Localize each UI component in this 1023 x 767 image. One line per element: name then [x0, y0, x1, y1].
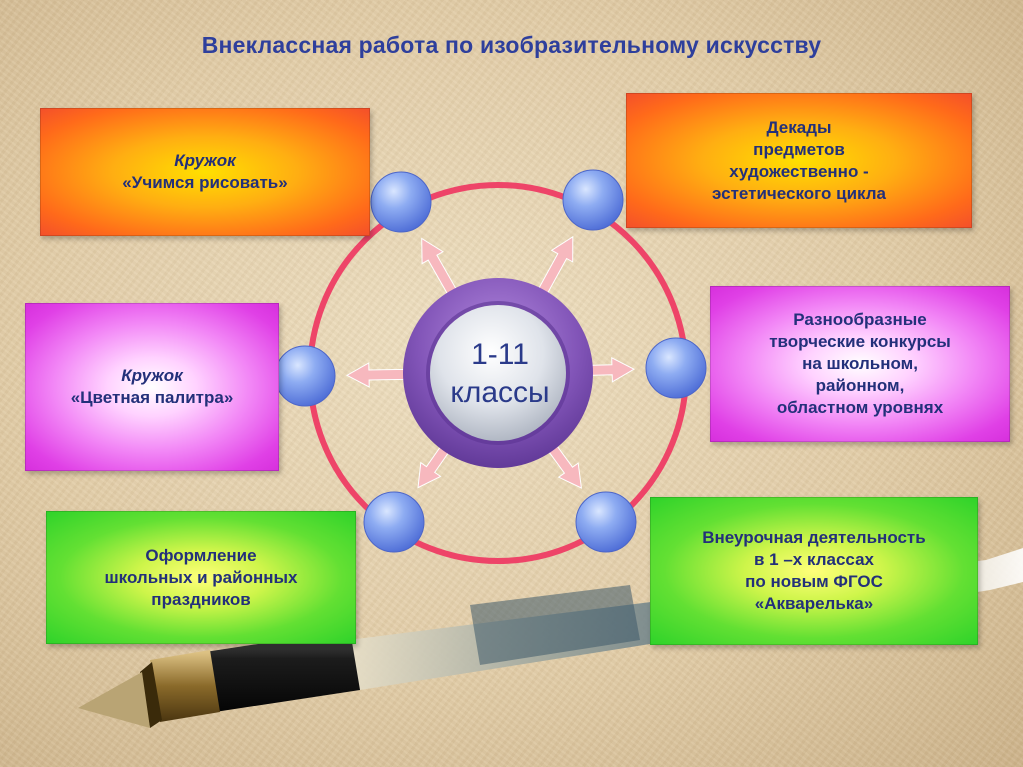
node-bottom-left: [363, 491, 425, 553]
box-aesthetic-decades: Декады предметов художественно - эстетич…: [626, 93, 972, 228]
box-creative-contests-line3: на школьном,: [802, 354, 918, 373]
pen-grip: [205, 630, 360, 712]
box-holiday-decoration-line3: праздников: [151, 589, 251, 609]
box-creative-contests: Разнообразные творческие конкурсы на шко…: [710, 286, 1010, 442]
node-bottom-right: [575, 491, 637, 553]
arrow-to-node-top-left: [421, 237, 458, 297]
box-drawing-club-type: Кружок: [174, 151, 236, 170]
page-title: Внеклассная работа по изобразительному и…: [201, 32, 822, 58]
hub-label: 1-11 классы: [425, 336, 575, 412]
box-creative-contests-line4: районном,: [815, 376, 905, 395]
hub-center: [430, 305, 566, 441]
box-creative-contests-line2: творческие конкурсы: [769, 332, 951, 351]
arrow-to-node-middle-right: [589, 356, 636, 383]
box-palette-club: Кружок «Цветная палитра»: [25, 303, 279, 471]
box-drawing-club: Кружок «Учимся рисовать»: [40, 108, 370, 236]
box-creative-contests-line5: областном уровнях: [776, 398, 944, 417]
node-middle-right: [645, 337, 707, 399]
box-extracurricular-line1: Внеурочная деятельность: [702, 528, 926, 547]
box-extracurricular: Внеурочная деятельность в 1 –х классах п…: [650, 497, 978, 645]
box-aesthetic-decades-line4: эстетического цикла: [711, 183, 886, 203]
pen-ferrule-ring: [140, 662, 162, 728]
box-holiday-decoration-line2: школьных и районных: [104, 567, 298, 587]
box-creative-contests-line1: Разнообразные: [793, 310, 927, 329]
pen-ferrule: [150, 650, 220, 722]
box-extracurricular-line4: «Акварелька»: [754, 594, 874, 613]
box-palette-club-type: Кружок: [121, 366, 183, 385]
box-extracurricular-line3: по новым ФГОС: [745, 572, 883, 591]
pen-ink-reservoir: [470, 585, 640, 665]
box-aesthetic-decades-line3: художественно -: [729, 161, 869, 181]
box-holiday-decoration-line1: Оформление: [145, 545, 257, 565]
arrow-to-node-bottom-right: [547, 443, 583, 489]
hub-label-classes: классы: [450, 376, 550, 409]
hub-label-grades: 1-11: [471, 338, 529, 371]
arrow-to-node-middle-left: [345, 362, 407, 388]
box-extracurricular-line2: в 1 –х классах: [754, 550, 874, 569]
node-middle-left: [274, 345, 336, 407]
node-top-right: [562, 169, 624, 231]
node-group: [274, 169, 707, 553]
arrow-to-node-top-right: [537, 235, 574, 296]
box-palette-club-name: «Цветная палитра»: [70, 388, 234, 407]
box-aesthetic-decades-line2: предметов: [753, 139, 845, 159]
node-top-left: [370, 171, 432, 233]
box-drawing-club-name: «Учимся рисовать»: [122, 173, 288, 192]
box-holiday-decoration: Оформление школьных и районных празднико…: [46, 511, 356, 644]
pen-nib: [78, 672, 150, 728]
arrow-to-node-bottom-left: [417, 444, 451, 489]
box-aesthetic-decades-line1: Декады: [766, 117, 832, 137]
arrow-group: [345, 235, 636, 489]
